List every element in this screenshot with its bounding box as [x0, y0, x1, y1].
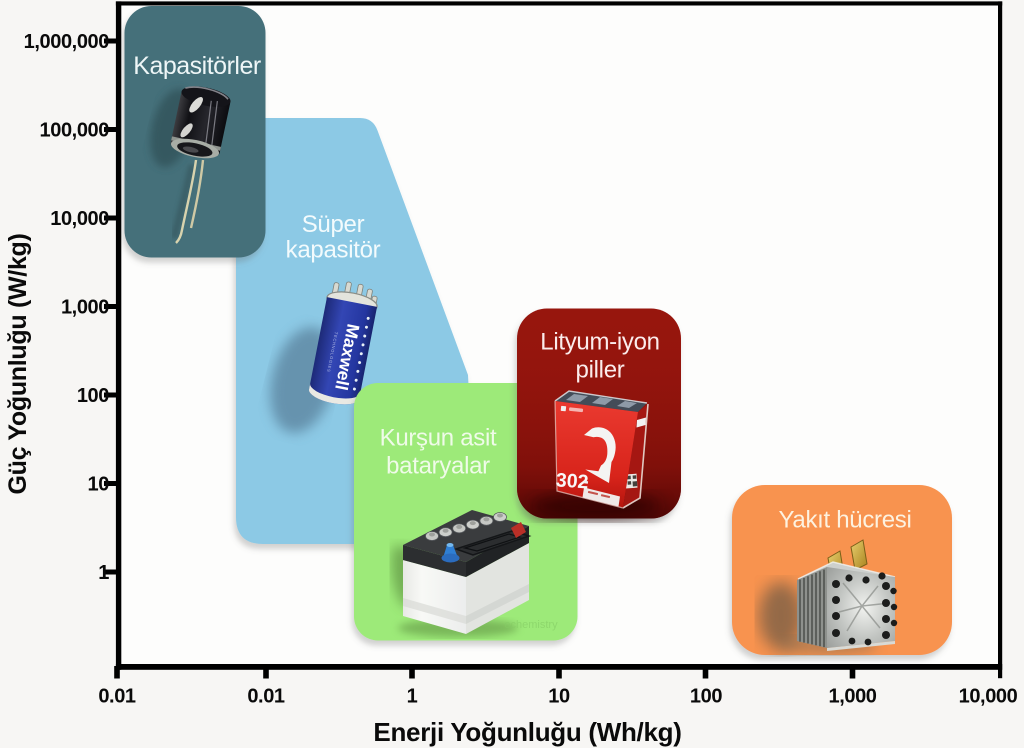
svg-text:Kurşun asit: Kurşun asit [380, 425, 497, 452]
svg-text:Güç Yoğunluğu (W/kg): Güç Yoğunluğu (W/kg) [4, 233, 32, 494]
svg-text:100: 100 [690, 686, 722, 708]
svg-text:10: 10 [548, 686, 570, 708]
svg-text:100,000: 100,000 [40, 120, 110, 142]
svg-text:100: 100 [77, 385, 109, 407]
svg-text:1,000: 1,000 [828, 686, 876, 708]
svg-text:1,000: 1,000 [61, 297, 109, 319]
svg-text:10: 10 [88, 474, 110, 496]
svg-text:bataryalar: bataryalar [386, 453, 490, 480]
svg-text:1,000,000: 1,000,000 [24, 31, 110, 53]
svg-text:0.01: 0.01 [247, 686, 285, 708]
svg-text:Süper: Süper [302, 211, 365, 238]
svg-text:Lityum-iyon: Lityum-iyon [540, 329, 659, 356]
svg-text:piller: piller [576, 357, 625, 384]
svg-text:kapasitör: kapasitör [286, 237, 381, 264]
svg-text:Enerji Yoğunluğu (Wh/kg): Enerji Yoğunluğu (Wh/kg) [373, 717, 681, 747]
svg-text:10,000: 10,000 [50, 208, 109, 230]
svg-text:0.01: 0.01 [98, 686, 136, 708]
svg-text:1: 1 [407, 686, 418, 708]
svg-text:Yakıt hücresi: Yakıt hücresi [778, 507, 911, 534]
svg-text:10,000: 10,000 [959, 686, 1018, 708]
svg-text:302: 302 [555, 469, 589, 493]
svg-text:Kapasitörler: Kapasitörler [133, 52, 261, 80]
svg-text:echemistry: echemistry [504, 619, 558, 631]
svg-text:1: 1 [98, 562, 109, 584]
